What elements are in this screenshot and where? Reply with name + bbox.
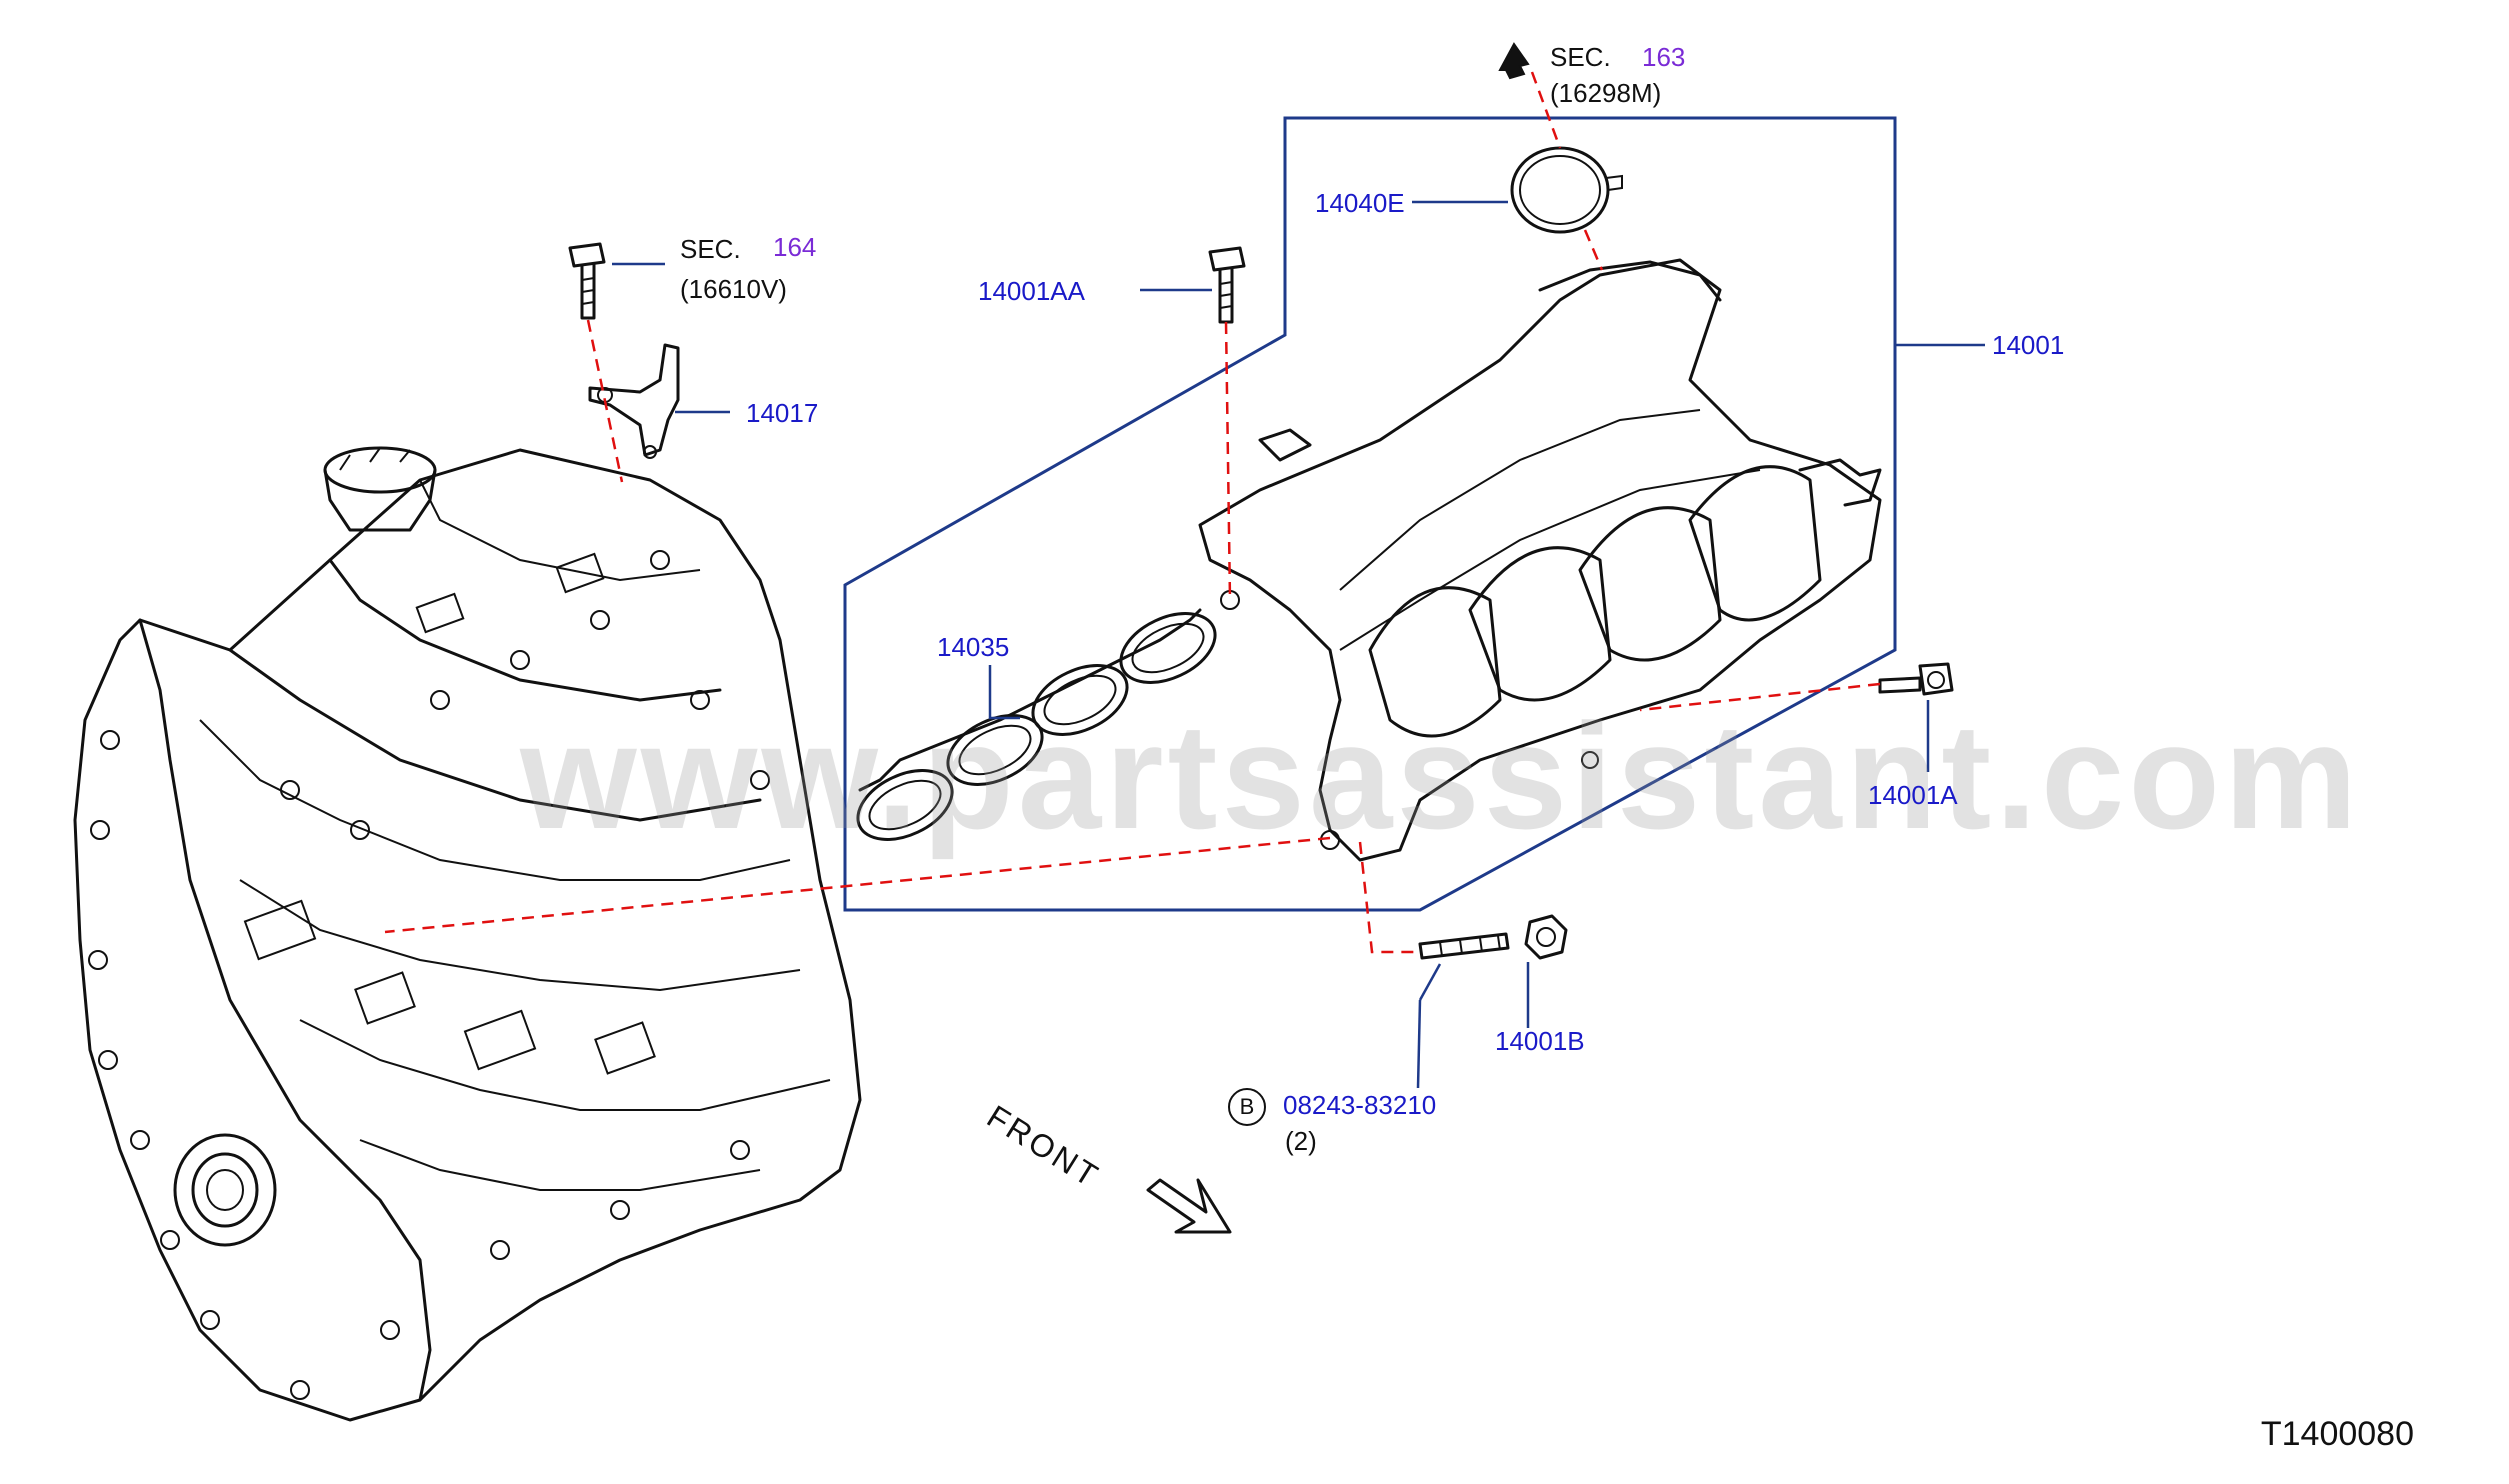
gasket-14035 [856,608,1217,841]
sec163-prefix: SEC. [1550,42,1611,72]
diagram-id: T1400080 [2260,1415,2414,1453]
engine-block [73,446,862,1422]
bolt-badge: B [1228,1088,1266,1126]
bolt-quantity: (2) [1285,1126,1317,1156]
bracket-14017 [588,343,680,459]
sec164-code: (16610V) [680,274,787,304]
bolt-14001A [1878,662,1954,696]
arrow-sec163-icon [1498,42,1530,80]
part-14017-link[interactable]: 14017 [746,398,819,428]
intake-manifold [1198,258,1882,862]
stud-08243-83210 [1418,932,1510,960]
sec163-code: (16298M) [1550,78,1662,108]
part-14001A-link[interactable]: 14001A [1868,780,1958,810]
part-14001AA-link[interactable]: 14001AA [978,276,1085,306]
o-ring-14040E [1510,146,1623,234]
watermark: www.partsassistant.com [520,692,2362,860]
bolt-sec164 [568,242,606,320]
leader-lines [612,200,1985,1089]
front-arrow-icon [1146,1178,1232,1234]
sec164-prefix: SEC. [680,234,741,264]
sec163-link[interactable]: 163 [1642,42,1686,72]
part-08243-83210-link[interactable]: 08243-83210 [1283,1090,1437,1120]
nut-14001B [1524,914,1568,960]
group-box-14001 [843,116,1897,912]
part-14001B-link[interactable]: 14001B [1495,1026,1585,1056]
part-14040E-link[interactable]: 14040E [1315,188,1405,218]
part-14035-link[interactable]: 14035 [937,632,1010,662]
assembly-lines [384,71,1881,954]
sec164-link[interactable]: 164 [773,232,817,262]
part-14001-link[interactable]: 14001 [1992,330,2065,360]
bolt-14001AA [1208,246,1246,324]
